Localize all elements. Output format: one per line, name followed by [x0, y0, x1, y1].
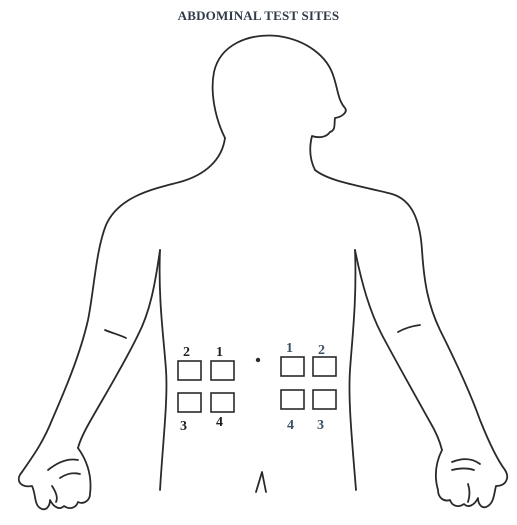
- right-site-box-bottom-right: [313, 390, 336, 409]
- right-hand-detail-3: [468, 484, 470, 502]
- right-site-numbers: 1 2 4 3: [286, 341, 325, 433]
- left-hand: [19, 448, 91, 509]
- left-hand-detail-1: [48, 459, 78, 470]
- right-site-label-bottom-left: 4: [287, 418, 294, 433]
- right-arm-outer: [315, 170, 505, 470]
- right-arm-inner: [355, 250, 442, 450]
- left-elbow-mark: [105, 330, 126, 338]
- left-site-box-top-right: [211, 361, 234, 380]
- right-test-sites: [281, 357, 336, 409]
- right-hand-detail-2: [452, 469, 474, 471]
- left-site-box-bottom-left: [178, 393, 201, 412]
- left-hand-detail-2: [60, 473, 80, 478]
- left-site-box-bottom-right: [211, 393, 234, 412]
- right-site-label-top-left: 1: [286, 341, 293, 356]
- left-site-label-top-right: 1: [216, 345, 223, 360]
- groin-mark: [256, 472, 266, 492]
- left-arm-inner: [78, 250, 160, 448]
- right-site-label-top-right: 2: [318, 343, 325, 358]
- left-arm-outer: [22, 138, 225, 472]
- left-site-label-bottom-left: 3: [180, 419, 187, 434]
- left-site-box-top-left: [178, 361, 201, 380]
- right-site-label-bottom-right: 3: [317, 418, 324, 433]
- left-hand-detail-3: [52, 486, 57, 502]
- right-site-box-top-left: [281, 357, 304, 376]
- torso-left-side: [160, 250, 167, 490]
- right-elbow-mark: [398, 325, 420, 332]
- torso-right-side: [349, 250, 356, 490]
- navel-mark: [256, 358, 260, 362]
- right-site-box-bottom-left: [281, 390, 304, 409]
- right-site-box-top-right: [313, 357, 336, 376]
- left-site-numbers: 2 1 3 4: [180, 345, 223, 434]
- body-outline: [19, 36, 507, 510]
- head-outline: [213, 36, 346, 170]
- right-hand-detail-1: [452, 459, 480, 464]
- left-site-label-bottom-right: 4: [216, 415, 223, 430]
- left-test-sites: [178, 361, 234, 412]
- right-hand: [436, 450, 507, 507]
- left-site-label-top-left: 2: [183, 345, 190, 360]
